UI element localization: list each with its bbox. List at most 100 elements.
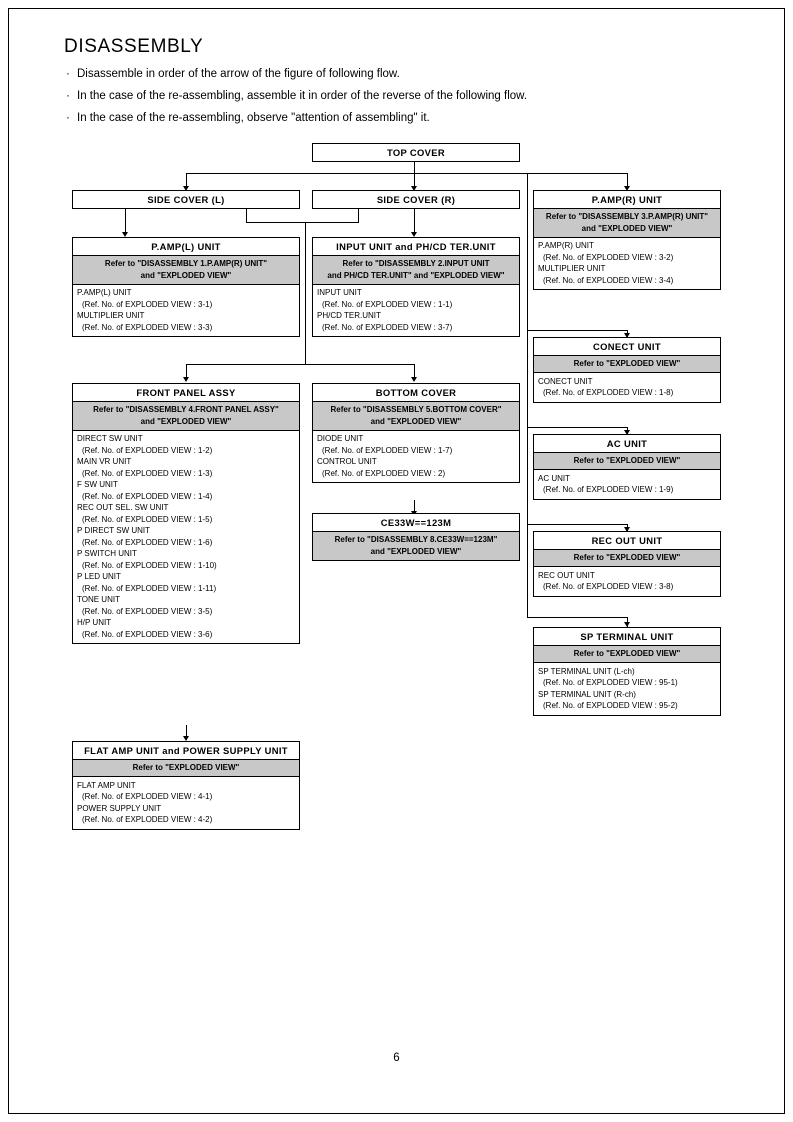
node-item-ref: (Ref. No. of EXPLODED VIEW : 3-6) [82, 629, 213, 639]
refer-line: and "EXPLODED VIEW" [370, 546, 462, 556]
connector-middle-distribution-bar [186, 364, 415, 366]
node-item: POWER SUPPLY UNIT [77, 803, 162, 813]
bullet-text: In the case of the re-assembling, observ… [77, 112, 430, 124]
node-title: TOP COVER [313, 144, 519, 161]
node-item-ref: (Ref. No. of EXPLODED VIEW : 95-2) [543, 701, 678, 710]
node-side-cover-r[interactable]: SIDE COVER (R) [312, 190, 520, 209]
node-title: CONECT UNIT [534, 338, 720, 355]
node-flat-amp-unit[interactable]: FLAT AMP UNIT and POWER SUPPLY UNIT Refe… [72, 741, 300, 830]
bullet-item-2: ·In the case of the re-assembling, assem… [66, 90, 528, 102]
arrow-to-p-amp-r [624, 186, 630, 191]
connector-trunk-to-sp-terminal [527, 617, 628, 619]
connector-to-bottom-cover [414, 364, 416, 379]
node-item-ref: (Ref. No. of EXPLODED VIEW : 1-5) [82, 514, 213, 524]
node-item-ref: (Ref. No. of EXPLODED VIEW : 3-3) [82, 322, 213, 332]
node-body: P.AMP(L) UNIT (Ref. No. of EXPLODED VIEW… [73, 285, 299, 337]
node-item-ref: (Ref. No. of EXPLODED VIEW : 4-2) [82, 815, 213, 824]
node-refer-band: Refer to "DISASSEMBLY 1.P.AMP(R) UNIT" a… [73, 255, 299, 285]
node-bottom-cover[interactable]: BOTTOM COVER Refer to "DISASSEMBLY 5.BOT… [312, 383, 520, 483]
node-refer-band: Refer to "DISASSEMBLY 4.FRONT PANEL ASSY… [73, 401, 299, 431]
node-refer-band: Refer to "DISASSEMBLY 5.BOTTOM COVER" an… [313, 401, 519, 431]
node-item: DIRECT SW UNIT [77, 434, 143, 443]
node-ac-unit[interactable]: AC UNIT Refer to "EXPLODED VIEW" AC UNIT… [533, 434, 721, 500]
node-item: REC OUT SEL. SW UNIT [77, 503, 169, 512]
node-refer-band: Refer to "DISASSEMBLY 3.P.AMP(R) UNIT" a… [534, 208, 720, 238]
node-item: P DIRECT SW UNIT [77, 526, 151, 535]
refer-line: and "EXPLODED VIEW" [140, 270, 232, 280]
node-item-ref: (Ref. No. of EXPLODED VIEW : 3-2) [543, 252, 674, 262]
node-item: F SW UNIT [77, 480, 118, 489]
node-body: INPUT UNIT (Ref. No. of EXPLODED VIEW : … [313, 285, 519, 337]
node-item-ref: (Ref. No. of EXPLODED VIEW : 1-10) [82, 560, 217, 570]
node-item: P.AMP(L) UNIT [77, 288, 132, 297]
refer-line: Refer to "EXPLODED VIEW" [132, 763, 240, 772]
arrow-to-p-amp-l [122, 232, 128, 237]
node-item-ref: (Ref. No. of EXPLODED VIEW : 2) [322, 468, 446, 478]
node-p-amp-l-unit[interactable]: P.AMP(L) UNIT Refer to "DISASSEMBLY 1.P.… [72, 237, 300, 337]
bullet-text: Disassemble in order of the arrow of the… [77, 68, 400, 80]
refer-line: and "EXPLODED VIEW" [140, 416, 232, 426]
node-item: MAIN VR UNIT [77, 457, 132, 466]
refer-line: Refer to "EXPLODED VIEW" [573, 359, 681, 368]
node-sp-terminal-unit[interactable]: SP TERMINAL UNIT Refer to "EXPLODED VIEW… [533, 627, 721, 716]
connector-side-covers-merge-bar [246, 222, 359, 224]
node-title: SIDE COVER (R) [313, 191, 519, 208]
node-side-cover-l[interactable]: SIDE COVER (L) [72, 190, 300, 209]
node-body: P.AMP(R) UNIT (Ref. No. of EXPLODED VIEW… [534, 238, 720, 290]
node-item: P SWITCH UNIT [77, 549, 137, 558]
node-body: FLAT AMP UNIT (Ref. No. of EXPLODED VIEW… [73, 777, 299, 829]
node-ce33w[interactable]: CE33W==123M Refer to "DISASSEMBLY 8.CE33… [312, 513, 520, 561]
arrow-to-side-cover-r [411, 186, 417, 191]
connector-topcover-stem [414, 160, 416, 174]
refer-line: and "EXPLODED VIEW" [370, 416, 462, 426]
arrow-to-side-cover-l [183, 186, 189, 191]
connector-right-trunk [527, 173, 529, 618]
refer-line: and "EXPLODED VIEW" [581, 223, 673, 233]
node-item-ref: (Ref. No. of EXPLODED VIEW : 1-1) [322, 299, 453, 309]
node-title: P.AMP(R) UNIT [534, 191, 720, 208]
connector-side-cover-l-to-p-amp-l [125, 209, 127, 234]
node-item: MULTIPLIER UNIT [538, 264, 606, 273]
node-item-ref: (Ref. No. of EXPLODED VIEW : 1-3) [82, 468, 213, 478]
node-conect-unit[interactable]: CONECT UNIT Refer to "EXPLODED VIEW" CON… [533, 337, 721, 403]
node-item-ref: (Ref. No. of EXPLODED VIEW : 3-8) [543, 582, 674, 591]
node-p-amp-r-unit[interactable]: P.AMP(R) UNIT Refer to "DISASSEMBLY 3.P.… [533, 190, 721, 290]
node-item-ref: (Ref. No. of EXPLODED VIEW : 3-7) [322, 322, 453, 332]
node-rec-out-unit[interactable]: REC OUT UNIT Refer to "EXPLODED VIEW" RE… [533, 531, 721, 597]
node-item: SP TERMINAL UNIT (R-ch) [538, 689, 636, 699]
connector-front-panel-to-flat-amp [186, 725, 188, 740]
connector-to-side-cover-l [186, 173, 188, 189]
node-item-ref: (Ref. No. of EXPLODED VIEW : 3-4) [543, 275, 674, 285]
connector-to-front-panel [186, 364, 188, 379]
node-refer-band: Refer to "EXPLODED VIEW" [73, 759, 299, 777]
connector-top-distribution-bar [186, 173, 628, 175]
node-item-ref: (Ref. No. of EXPLODED VIEW : 3-5) [82, 606, 213, 616]
node-item: FLAT AMP UNIT [77, 780, 136, 790]
node-item-ref: (Ref. No. of EXPLODED VIEW : 1-7) [322, 445, 453, 455]
refer-line: Refer to "EXPLODED VIEW" [573, 649, 681, 658]
node-input-unit[interactable]: INPUT UNIT and PH/CD TER.UNIT Refer to "… [312, 237, 520, 337]
refer-line: Refer to "DISASSEMBLY 5.BOTTOM COVER" [330, 405, 502, 414]
node-item-ref: (Ref. No. of EXPLODED VIEW : 1-4) [82, 491, 213, 501]
node-refer-band: Refer to "EXPLODED VIEW" [534, 645, 720, 663]
arrow-to-input-unit [411, 232, 417, 237]
refer-line: Refer to "DISASSEMBLY 8.CE33W==123M" [334, 535, 498, 544]
refer-line: Refer to "EXPLODED VIEW" [573, 456, 681, 465]
connector-side-cover-l-junction [246, 209, 248, 223]
node-title: INPUT UNIT and PH/CD TER.UNIT [313, 238, 519, 255]
node-title: AC UNIT [534, 435, 720, 452]
node-item: PH/CD TER.UNIT [317, 311, 381, 320]
node-front-panel-assy[interactable]: FRONT PANEL ASSY Refer to "DISASSEMBLY 4… [72, 383, 300, 644]
node-item: DIODE UNIT [317, 434, 364, 443]
node-item: P.AMP(R) UNIT [538, 241, 594, 250]
node-top-cover[interactable]: TOP COVER [312, 143, 520, 162]
arrow-to-bottom-cover [411, 377, 417, 382]
refer-line: Refer to "DISASSEMBLY 2.INPUT UNIT [342, 259, 490, 268]
node-item-ref: (Ref. No. of EXPLODED VIEW : 1-8) [543, 388, 674, 397]
connector-middle-trunk [305, 222, 307, 365]
node-item-ref: (Ref. No. of EXPLODED VIEW : 1-6) [82, 537, 213, 547]
node-title: CE33W==123M [313, 514, 519, 531]
refer-line: Refer to "DISASSEMBLY 1.P.AMP(R) UNIT" [104, 259, 268, 268]
connector-side-cover-r-to-input [414, 209, 416, 234]
